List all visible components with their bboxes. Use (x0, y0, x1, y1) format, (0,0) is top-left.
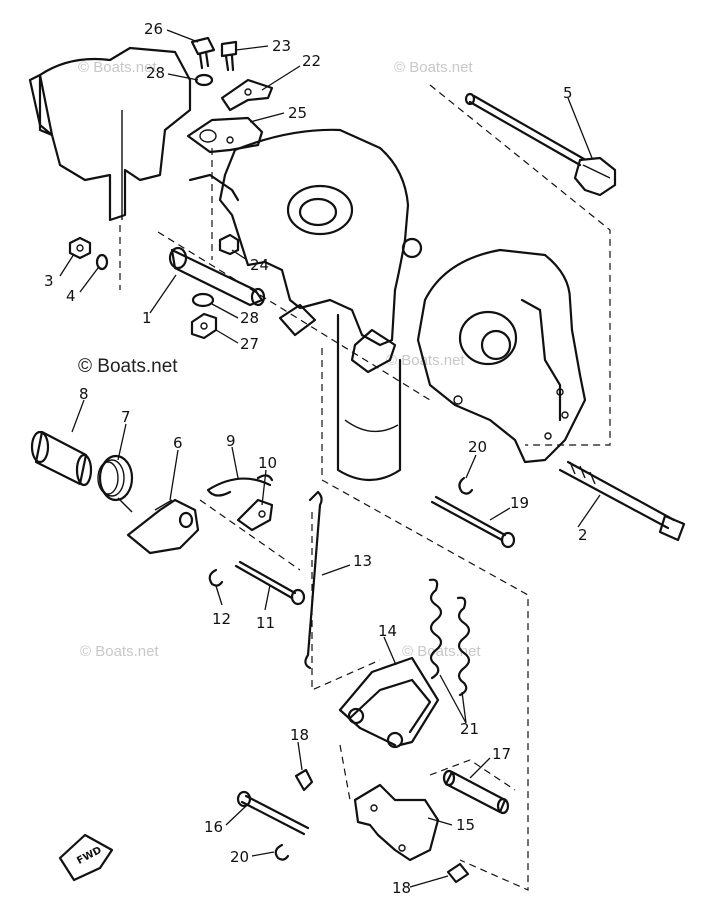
part-1-tube (168, 246, 266, 307)
callout-10: 10 (258, 454, 277, 472)
callout-24: 24 (250, 256, 269, 274)
callout-18: 18 (290, 726, 309, 744)
watermark: © Boats.net (394, 59, 473, 76)
callout-4: 4 (66, 287, 76, 305)
part-19-pin (430, 495, 516, 549)
callout-28: 28 (240, 309, 259, 327)
watermark-main: © Boats.net (78, 356, 178, 377)
callout-17: 17 (492, 745, 511, 763)
part-17-roller (442, 769, 510, 815)
part-3-nut (68, 236, 92, 260)
part-14-frame-lever (338, 656, 440, 749)
part-9-wire-spring (206, 474, 274, 497)
callouts: 26 23 28 22 25 24 3 4 1 28 27 5 8 7 6 9 … (44, 20, 588, 897)
clamp-bracket-center (218, 128, 423, 481)
callout-19: 19 (510, 494, 529, 512)
callout-23: 23 (272, 37, 291, 55)
part-22-cam-plate (220, 78, 274, 112)
clamp-bracket-right (416, 248, 587, 464)
part-11-pin (234, 560, 306, 606)
callout-28: 28 (146, 64, 165, 82)
part-25-link-plate (186, 116, 264, 202)
callout-11: 11 (256, 614, 275, 632)
part-26-bolt (190, 36, 216, 70)
forward-direction-icon: FWD (58, 833, 114, 882)
callout-2: 2 (578, 526, 588, 544)
callout-15: 15 (456, 816, 475, 834)
forward-label: FWD (75, 845, 103, 867)
part-10-small-bracket (236, 498, 274, 532)
part-27-nut (190, 312, 218, 340)
callout-12: 12 (212, 610, 231, 628)
part-16-pin (236, 790, 310, 836)
swivel-bracket-left (28, 46, 192, 222)
watermark: © Boats.net (386, 352, 465, 369)
part-28-washer (191, 73, 215, 308)
callout-13: 13 (353, 552, 372, 570)
watermark: © Boats.net (78, 59, 157, 76)
callout-7: 7 (121, 408, 131, 426)
callout-9: 9 (226, 432, 236, 450)
callout-16: 16 (204, 818, 223, 836)
part-5-bolt-with-block (464, 92, 617, 197)
callout-14: 14 (378, 622, 397, 640)
callout-25: 25 (288, 104, 307, 122)
callout-21: 21 (460, 720, 479, 738)
callout-3: 3 (44, 272, 54, 290)
watermark: © Boats.net (402, 643, 481, 660)
callout-22: 22 (302, 52, 321, 70)
part-20-clip (274, 476, 474, 861)
callout-27: 27 (240, 335, 259, 353)
part-2-long-bolt (558, 460, 686, 542)
part-7-coil-spring (97, 454, 134, 513)
part-18-clip (294, 768, 470, 884)
watermark: © Boats.net (80, 643, 159, 660)
part-13-rod (304, 490, 323, 670)
assembly-guide-lines (119, 84, 611, 891)
callout-20: 20 (230, 848, 249, 866)
callout-20: 20 (468, 438, 487, 456)
part-21-springs (428, 578, 471, 697)
callout-18: 18 (392, 879, 411, 897)
callout-26: 26 (144, 20, 163, 38)
part-24-nut (218, 233, 240, 256)
callout-5: 5 (563, 84, 573, 102)
part-4-washer (95, 253, 109, 271)
part-12-clip (208, 568, 224, 587)
part-6-bracket-plate (126, 498, 200, 555)
part-15-lever-plate (353, 783, 440, 862)
callout-8: 8 (79, 385, 89, 403)
callout-1: 1 (142, 309, 152, 327)
part-8-collar (30, 430, 93, 487)
callout-6: 6 (173, 434, 183, 452)
part-23-screw (220, 40, 238, 72)
leader-lines (59, 29, 601, 888)
